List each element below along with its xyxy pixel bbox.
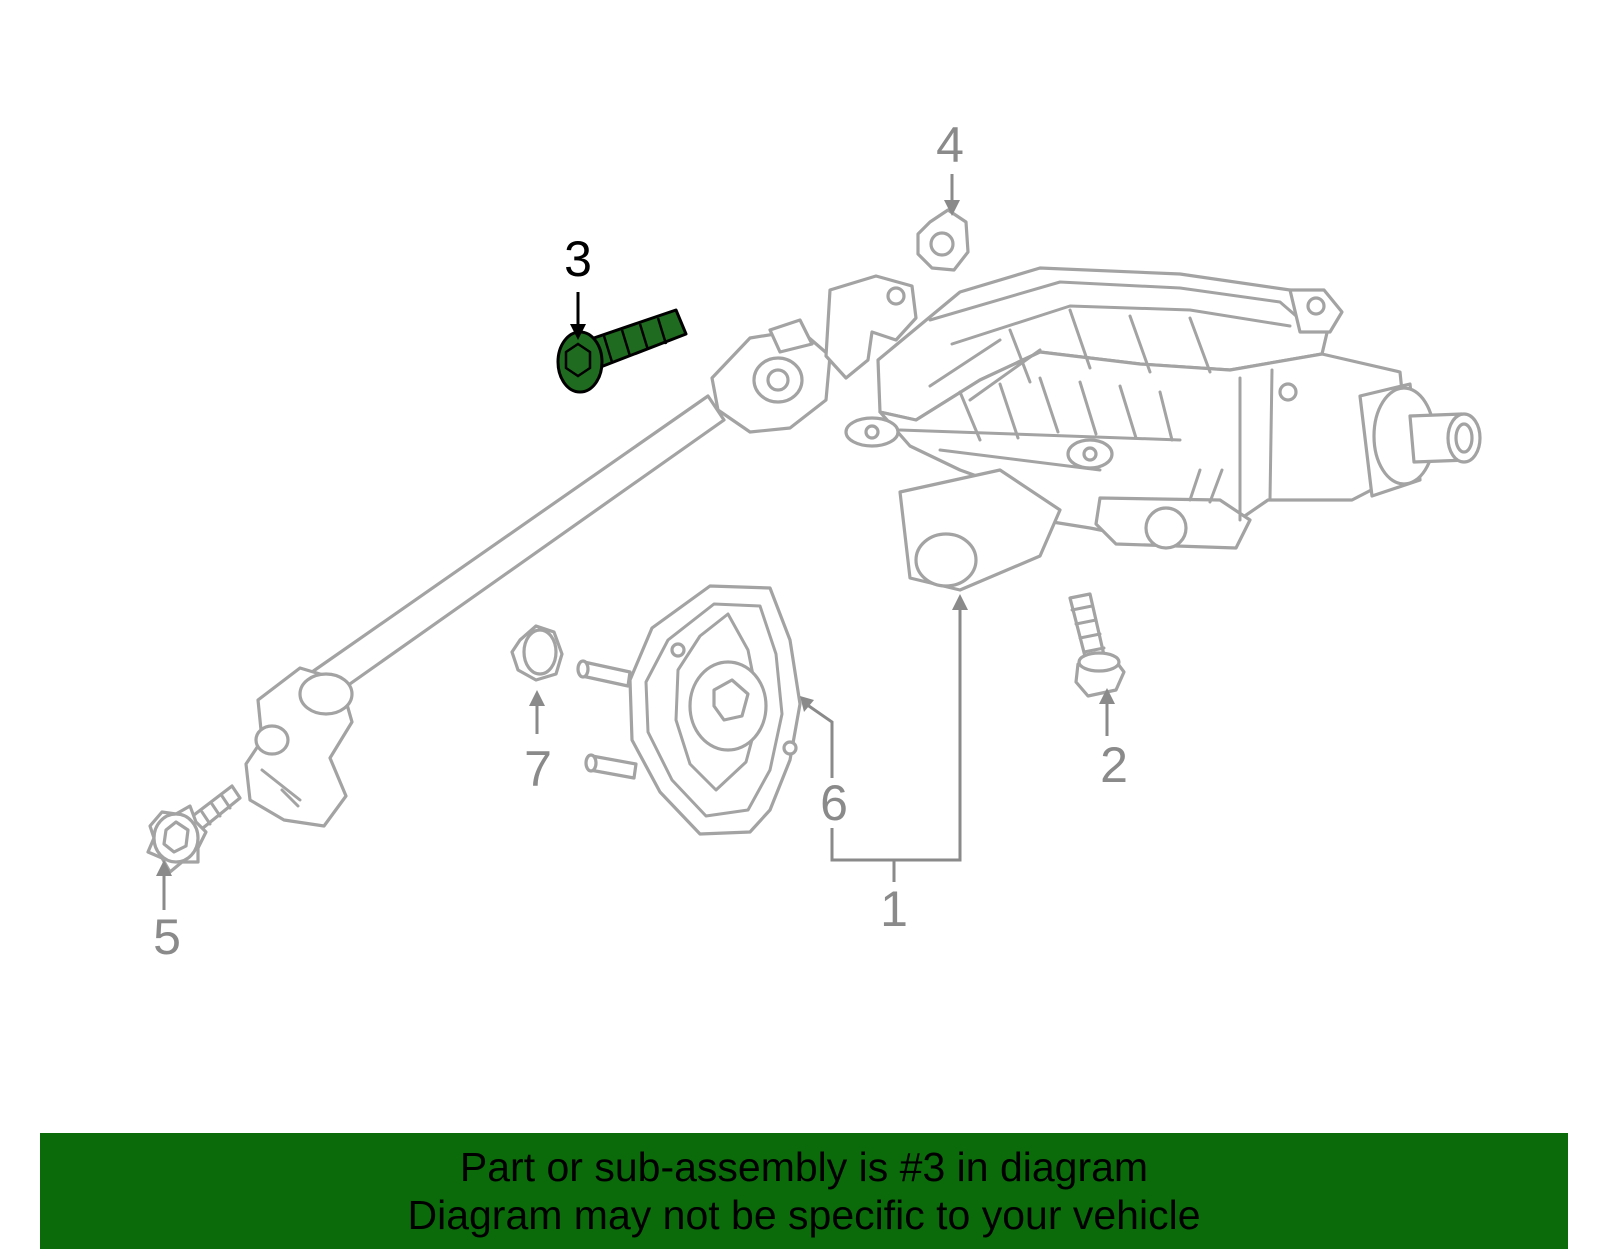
part-4-nut[interactable] [916, 208, 970, 272]
part-7-nut[interactable] [510, 624, 564, 682]
callout-3[interactable]: 3 [564, 231, 592, 287]
callout-leaders [156, 174, 1115, 910]
callout-4[interactable]: 4 [936, 117, 964, 173]
part-5-bolt[interactable] [146, 784, 242, 874]
callout-6[interactable]: 6 [820, 775, 848, 831]
callout-1[interactable]: 1 [880, 881, 908, 937]
banner-line-disclaimer: Diagram may not be specific to your vehi… [407, 1192, 1201, 1238]
callout-7[interactable]: 7 [524, 741, 552, 797]
part-2-bolt[interactable] [1068, 592, 1126, 698]
banner-line-part-info: Part or sub-assembly is #3 in diagram [459, 1144, 1149, 1190]
part-1-steering-column[interactable] [244, 266, 1482, 828]
callout-5[interactable]: 5 [153, 909, 181, 965]
callout-2[interactable]: 2 [1100, 737, 1128, 793]
part-6-boot-seal[interactable] [576, 584, 802, 836]
part-3-bolt-highlighted[interactable] [556, 308, 688, 394]
info-banner: Part or sub-assembly is #3 in diagram Di… [40, 1133, 1568, 1249]
